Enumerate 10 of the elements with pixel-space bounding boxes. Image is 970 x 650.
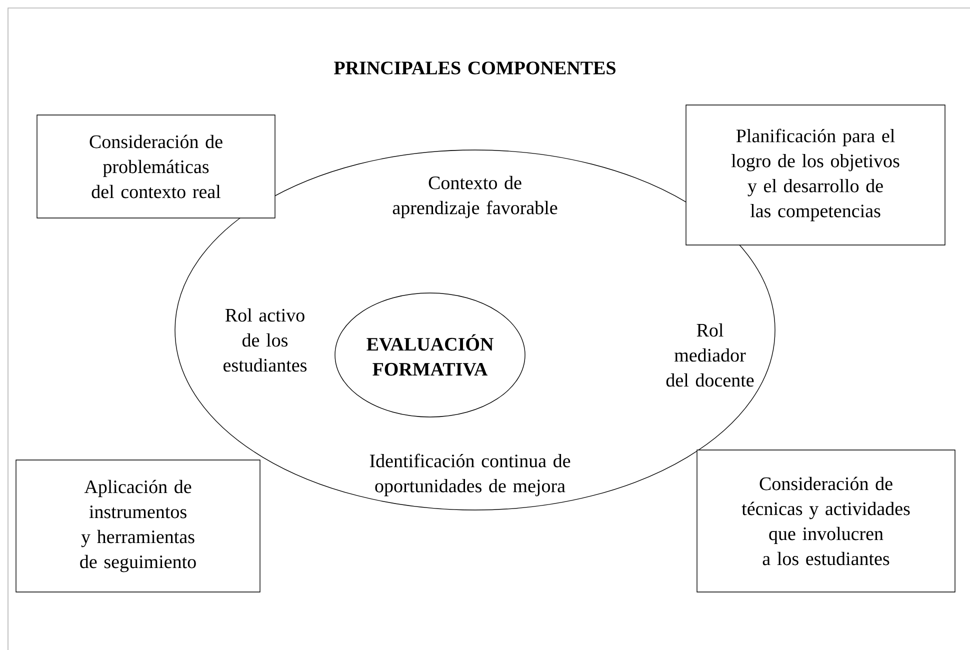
component-label: Identificación continua de oportunidades de mejora — [370, 454, 570, 496]
center-title: EVALUACIÓN FORMATIVA — [366, 334, 494, 376]
component-label: Contexto de aprendizaje favorable — [392, 176, 558, 218]
component-box: Consideración de problemáticas del contexto real — [36, 114, 276, 218]
component-label: Rol activo de los estudiantes — [224, 308, 307, 372]
component-box: Aplicación de instrumentos y herramientas de seguimiento — [16, 460, 260, 592]
component-box: Planificación para el logro de los objetivos y el desarrollo de las competencias — [686, 104, 946, 246]
component-label: Rol mediador del docente — [666, 323, 754, 387]
component-box: Consideración de técnicas y actividades que involucren a los estudiantes — [696, 450, 956, 592]
title: PRINCIPALES COMPONENTES — [334, 62, 616, 74]
